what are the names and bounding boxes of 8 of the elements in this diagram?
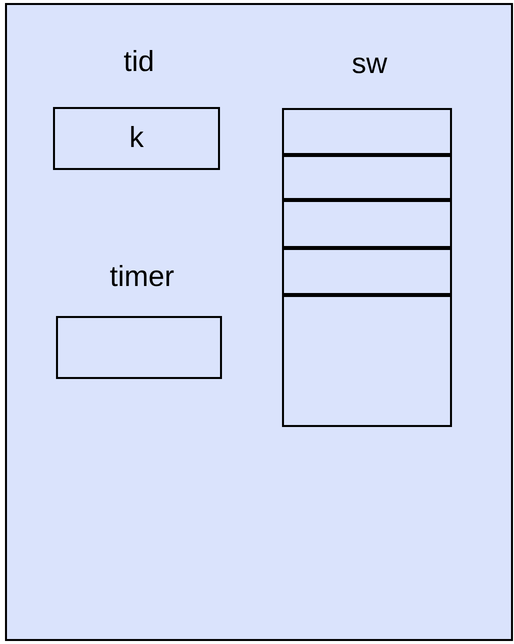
stack-cell xyxy=(282,198,452,250)
stack-cell xyxy=(282,153,452,202)
stack-cell xyxy=(282,246,452,297)
variable-name: tid xyxy=(122,45,156,79)
variable-name: sw xyxy=(350,47,388,81)
variable-name: timer xyxy=(108,260,176,294)
panel-background xyxy=(5,3,513,641)
value-box: k xyxy=(53,107,220,170)
